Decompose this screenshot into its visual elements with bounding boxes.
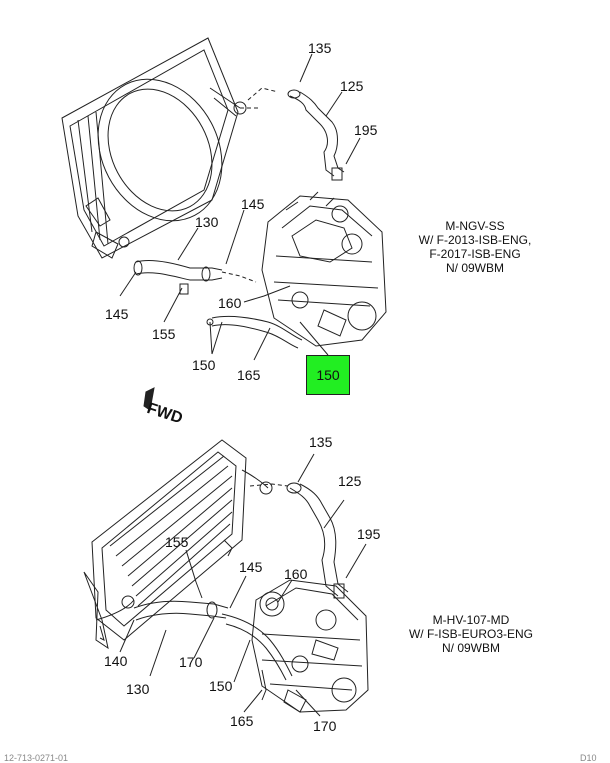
variant-note-upper-line-3: F-2017-ISB-ENG bbox=[429, 247, 521, 261]
variant-note-upper: M-NGV-SS W/ F-2013-ISB-ENG, F-2017-ISB-E… bbox=[400, 219, 550, 275]
callout-165-lower: 165 bbox=[230, 713, 254, 729]
callout-130-lower: 130 bbox=[126, 681, 150, 697]
callout-155-lower: 155 bbox=[165, 534, 189, 550]
callout-125-upper: 125 bbox=[340, 78, 364, 94]
variant-note-upper-line-4: N/ 09WBM bbox=[445, 261, 504, 275]
engine-lower bbox=[251, 579, 369, 713]
sheet-id: D10 bbox=[580, 753, 597, 763]
callout-155-upper: 155 bbox=[152, 326, 176, 342]
variant-note-lower: M-HV-107-MD W/ F-ISB-EURO3-ENG N/ 09WBM bbox=[396, 613, 546, 655]
hose-130-lower bbox=[133, 581, 229, 621]
callout-130-upper: 130 bbox=[195, 214, 219, 230]
radiator-shroud-upper bbox=[61, 37, 247, 259]
hose-130-upper bbox=[133, 259, 257, 295]
callout-145-upper-b: 145 bbox=[105, 306, 129, 322]
callout-195-upper: 195 bbox=[354, 122, 378, 138]
callout-150-lower: 150 bbox=[209, 678, 233, 694]
hose-150-165-lower bbox=[221, 613, 293, 701]
variant-note-upper-line-2: W/ F-2013-ISB-ENG, bbox=[418, 233, 532, 247]
callout-145-lower: 145 bbox=[239, 559, 263, 575]
variant-note-lower-line-3: N/ 09WBM bbox=[441, 641, 500, 655]
fwd-arrow-icon bbox=[143, 387, 155, 411]
callout-160-upper: 160 bbox=[218, 295, 242, 311]
variant-note-upper-line-1: M-NGV-SS bbox=[445, 219, 505, 233]
leader-lines-lower bbox=[119, 453, 367, 717]
hose-135-125-195-lower bbox=[249, 482, 349, 599]
variant-note-lower-line-1: M-HV-107-MD bbox=[432, 613, 510, 627]
callout-150-upper: 150 bbox=[192, 357, 216, 373]
callout-135-upper: 135 bbox=[308, 40, 332, 56]
leader-lines-upper bbox=[119, 53, 361, 361]
engine-upper bbox=[261, 191, 387, 347]
callout-125-lower: 125 bbox=[338, 473, 362, 489]
callout-140-lower: 140 bbox=[104, 653, 128, 669]
callout-170-lower-a: 170 bbox=[179, 654, 203, 670]
drawing-number: 12-713-0271-01 bbox=[4, 753, 69, 763]
callout-135-lower: 135 bbox=[309, 434, 333, 450]
variant-note-lower-line-2: W/ F-ISB-EURO3-ENG bbox=[408, 627, 533, 641]
callout-195-lower: 195 bbox=[357, 526, 381, 542]
callout-165-upper: 165 bbox=[237, 367, 261, 383]
hose-135-125-195-upper bbox=[240, 87, 345, 181]
callout-160-lower: 160 bbox=[284, 566, 308, 582]
callout-145-upper-a: 145 bbox=[241, 196, 265, 212]
radiator-lower bbox=[83, 439, 273, 650]
hose-165-upper bbox=[206, 315, 303, 349]
callout-170-lower-b: 170 bbox=[313, 718, 337, 734]
highlighted-part-number: 150 bbox=[316, 367, 340, 383]
highlighted-part-callout[interactable]: 150 bbox=[306, 355, 350, 395]
